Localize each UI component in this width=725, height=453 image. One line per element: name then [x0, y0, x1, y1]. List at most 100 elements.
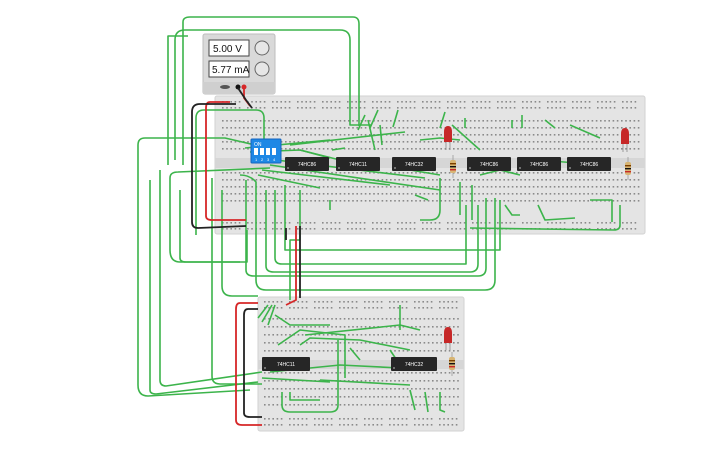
resistor-icon[interactable]: [449, 352, 455, 376]
breadboard-hole: [234, 141, 237, 143]
breadboard-hole: [230, 134, 232, 136]
breadboard-hole: [293, 396, 295, 398]
current-knob-icon[interactable]: [254, 61, 270, 77]
dip-toggle-1[interactable]: [254, 148, 258, 155]
breadboard-hole: [285, 141, 287, 143]
breadboard-hole: [411, 179, 413, 181]
power-supply[interactable]: 5.00 V 5.77 mA: [202, 33, 276, 95]
breadboard-hole: [398, 134, 400, 136]
breadboard-hole: [507, 148, 510, 150]
breadboard-hole: [385, 372, 388, 374]
breadboard-hole: [436, 380, 438, 382]
breadboard-hole: [369, 404, 371, 406]
ground-terminal-icon[interactable]: [220, 85, 230, 89]
breadboard-hole: [423, 318, 426, 320]
led-icon[interactable]: [621, 128, 629, 152]
breadboard-hole: [476, 107, 478, 109]
breadboard-hole: [432, 396, 434, 398]
breadboard-hole: [364, 127, 367, 129]
breadboard-hole: [372, 101, 374, 103]
breadboard-hole: [612, 172, 615, 174]
ic-chip[interactable]: 74HC11: [262, 357, 310, 371]
breadboard-hole: [385, 127, 388, 129]
breadboard-hole: [364, 120, 367, 122]
breadboard-hole: [513, 107, 516, 109]
breadboard-hole: [339, 342, 342, 344]
breadboard-hole: [398, 334, 400, 336]
breadboard-hole: [289, 424, 291, 426]
ic-chip[interactable]: 74HC32: [392, 157, 436, 171]
resistor-icon[interactable]: [450, 155, 456, 178]
breadboard-hole: [584, 107, 587, 109]
dip-toggles[interactable]: [254, 148, 276, 155]
breadboard-hole: [629, 134, 631, 136]
breadboard-hole: [222, 107, 224, 109]
breadboard-hole: [459, 101, 462, 103]
breadboard-hole: [406, 334, 409, 336]
breadboard-hole: [398, 193, 400, 195]
resistor-icon[interactable]: [625, 157, 631, 180]
breadboard-hole: [355, 107, 357, 109]
breadboard-hole: [507, 134, 510, 136]
breadboard-hole: [406, 318, 409, 320]
breadboard-hole: [541, 179, 543, 181]
breadboard-hole: [486, 186, 489, 188]
positive-terminal-icon[interactable]: [241, 84, 247, 90]
led-icon[interactable]: [444, 327, 452, 350]
breadboard-hole: [476, 101, 478, 103]
dip-on-label: ON: [254, 142, 262, 148]
breadboard-hole: [574, 120, 577, 122]
breadboard-hole: [259, 172, 262, 174]
breadboard-hole: [511, 200, 514, 202]
breadboard-hole: [272, 418, 274, 420]
breadboard-hole: [373, 396, 375, 398]
ic-chip[interactable]: 74HC11: [336, 157, 380, 171]
breadboard-hole: [364, 396, 367, 398]
ic-chip[interactable]: 74HC86: [467, 157, 511, 171]
breadboard-hole: [612, 141, 615, 143]
breadboard-hole: [480, 222, 482, 224]
breadboard-hole: [541, 134, 543, 136]
dip-toggle-4[interactable]: [272, 148, 276, 155]
ic-chip[interactable]: 74HC86: [517, 157, 561, 171]
breadboard-hole: [469, 134, 472, 136]
breadboard-hole: [440, 120, 442, 122]
dip-toggle-2[interactable]: [260, 148, 264, 155]
breadboard-hole: [364, 424, 366, 426]
breadboard-hole: [285, 380, 287, 382]
breadboard-hole: [373, 404, 375, 406]
breadboard-hole: [411, 127, 413, 129]
led-icon[interactable]: [444, 126, 452, 150]
breadboard-hole: [289, 326, 291, 328]
breadboard-hole: [376, 107, 378, 109]
breadboard-hole: [595, 148, 598, 150]
voltage-knob-icon[interactable]: [254, 40, 270, 56]
breadboard-hole: [264, 200, 266, 202]
breadboard-hole: [532, 172, 535, 174]
breadboard-hole: [427, 318, 430, 320]
negative-terminal-icon[interactable]: [235, 84, 241, 90]
breadboard-hole: [457, 334, 459, 336]
breadboard-hole: [621, 193, 623, 195]
breadboard-hole: [447, 301, 449, 303]
breadboard-hole: [243, 172, 245, 174]
ic-chip[interactable]: 74HC86: [285, 157, 329, 171]
breadboard-hole: [532, 186, 535, 188]
breadboard-hole: [339, 301, 341, 303]
ic-chip[interactable]: 74HC86: [567, 157, 611, 171]
dip-switch[interactable]: ON 1 2 3 4: [250, 138, 282, 164]
power-wires[interactable]: [191, 87, 301, 426]
breadboard-hole: [243, 120, 245, 122]
ic-chip[interactable]: 74HC32: [391, 357, 437, 371]
breadboard-hole: [621, 179, 623, 181]
breadboard-hole: [397, 424, 399, 426]
breadboard-hole: [293, 418, 295, 420]
breadboard-hole: [222, 179, 224, 181]
breadboard-hole: [327, 148, 329, 150]
breadboard-hole: [440, 200, 442, 202]
breadboard-hole: [440, 396, 442, 398]
dip-toggle-3[interactable]: [266, 148, 270, 155]
breadboard-hole: [301, 200, 304, 202]
